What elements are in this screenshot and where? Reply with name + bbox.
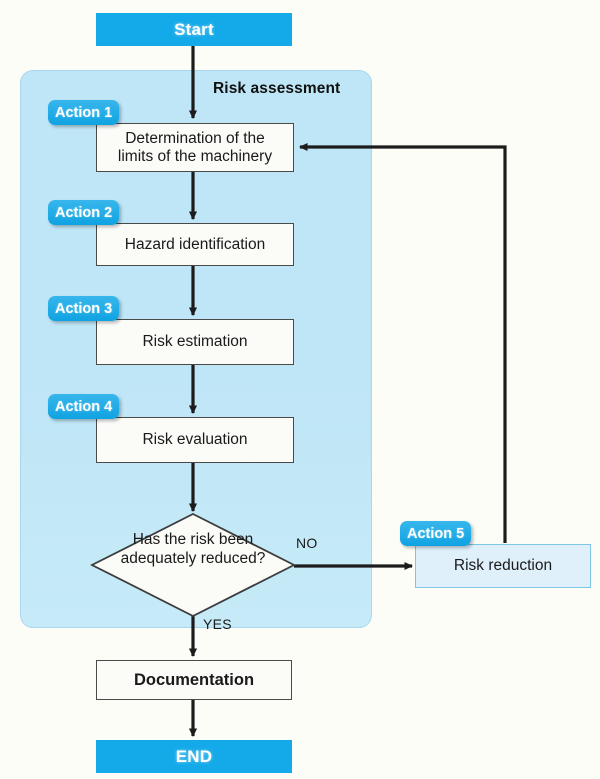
badge-action-5-label: Action 5 [407,525,465,542]
edge-action5-feedback-to-action1 [298,142,507,543]
badge-action-3[interactable]: Action 3 [48,296,120,321]
node-action-1[interactable]: Determination of the limits of the machi… [96,123,294,172]
node-action-3[interactable]: Risk estimation [96,319,294,365]
badge-action-4[interactable]: Action 4 [48,394,120,419]
node-action-2[interactable]: Hazard identification [96,223,294,266]
badge-action-3-label: Action 3 [55,300,113,317]
node-action-1-line1: Determination of the [125,130,265,148]
node-documentation[interactable]: Documentation [96,660,292,700]
badge-action-5[interactable]: Action 5 [400,521,472,546]
badge-action-1-label: Action 1 [55,104,113,121]
badge-action-1[interactable]: Action 1 [48,100,120,125]
node-start-label: Start [174,19,214,39]
node-documentation-label: Documentation [133,670,255,689]
node-action-4[interactable]: Risk evaluation [96,417,294,463]
node-action-5-label: Risk reduction [453,557,553,575]
node-action-5[interactable]: Risk reduction [415,544,591,588]
node-action-1-line2: limits of the machinery [117,147,273,165]
badge-action-4-label: Action 4 [55,398,113,415]
node-end[interactable]: END [96,740,292,773]
node-end-label: END [175,746,213,766]
node-action-3-label: Risk estimation [142,333,248,351]
risk-assessment-group-label: Risk assessment [213,80,341,97]
badge-action-2[interactable]: Action 2 [48,200,120,225]
node-action-4-label: Risk evaluation [142,431,248,449]
edge-label-no: NO [296,535,318,551]
badge-action-2-label: Action 2 [55,204,113,221]
decision-diamond-shape [90,512,296,618]
edge-label-yes: YES [203,616,232,632]
node-start[interactable]: Start [96,13,292,46]
node-action-2-label: Hazard identification [124,235,266,253]
